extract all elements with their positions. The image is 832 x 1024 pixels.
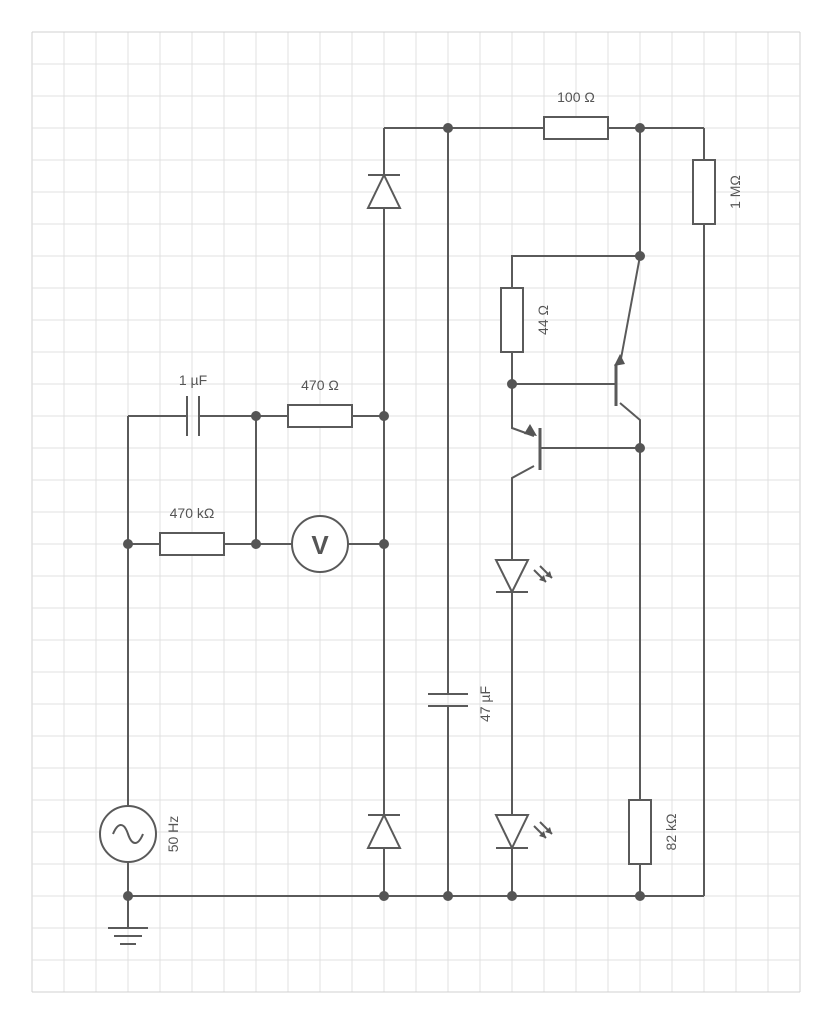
resistor-470-kohm: [159, 532, 225, 556]
diode-top: [366, 172, 402, 209]
label-47-uf: 47 µF: [477, 686, 493, 722]
label-470-kohm: 470 kΩ: [170, 505, 215, 521]
junction-dot: [443, 891, 453, 901]
label-1-uf: 1 µF: [179, 372, 207, 388]
led-upper: [494, 559, 553, 595]
label-50-hz: 50 Hz: [165, 816, 181, 853]
junction-dot: [379, 411, 389, 421]
resistor-44-ohm: [500, 287, 524, 353]
label-1-mohm: 1 MΩ: [727, 175, 743, 209]
junction-dot: [507, 891, 517, 901]
capacitor-1-uf: [186, 396, 200, 436]
label-82-kohm: 82 kΩ: [663, 814, 679, 851]
junction-dot: [379, 891, 389, 901]
voltmeter: V: [291, 515, 349, 573]
junction-dot: [251, 411, 261, 421]
label-100-ohm: 100 Ω: [557, 89, 595, 105]
junction-dot: [635, 443, 645, 453]
transistor-upper-pnp: [614, 354, 625, 406]
junction-dot: [251, 539, 261, 549]
led-lower: [494, 814, 553, 851]
junction-dot: [635, 123, 645, 133]
junction-dot: [443, 123, 453, 133]
resistor-100-ohm: [543, 116, 609, 140]
junction-dot: [123, 891, 133, 901]
junction-dot: [635, 251, 645, 261]
voltmeter-label: V: [311, 530, 329, 560]
junction-dots: [123, 123, 645, 901]
diode-bottom: [366, 812, 402, 849]
label-470-ohm: 470 Ω: [301, 377, 339, 393]
transistor-lower-pnp: [524, 424, 542, 470]
label-44-ohm: 44 Ω: [535, 305, 551, 335]
junction-dot: [379, 539, 389, 549]
junction-dot: [123, 539, 133, 549]
capacitor-47-uf: [428, 693, 468, 707]
junction-dot: [635, 891, 645, 901]
wires: [108, 127, 705, 945]
resistor-470-ohm: [287, 404, 353, 428]
ac-source: [99, 805, 157, 863]
junction-dot: [507, 379, 517, 389]
resistor-1-mohm: [692, 159, 716, 225]
resistor-82-kohm: [628, 799, 652, 865]
